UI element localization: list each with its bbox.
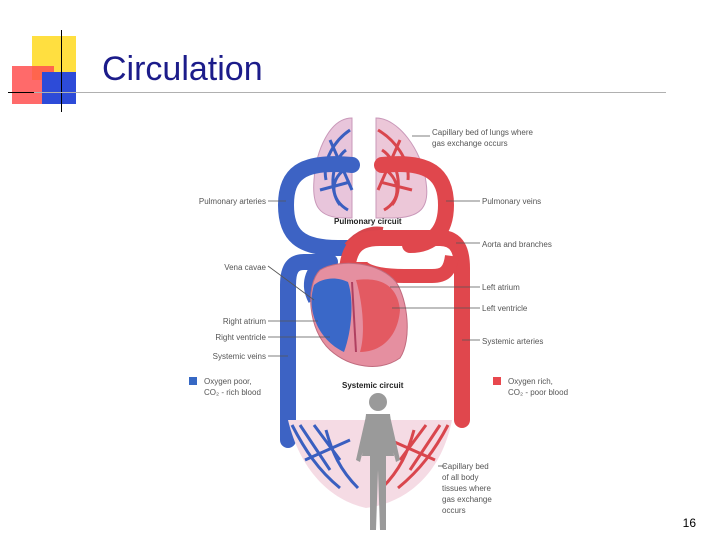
legend-oxygen-poor-1: Oxygen poor, <box>204 377 252 386</box>
heart-septum <box>351 281 357 353</box>
heart <box>310 262 408 367</box>
label-vena-cavae: Vena cavae <box>224 263 266 272</box>
aorta-arch <box>338 230 470 428</box>
label-capillary-lungs-2: gas exchange occurs <box>432 139 508 148</box>
label-systemic-circuit: Systemic circuit <box>342 381 404 390</box>
label-capillary-body-2: of all body <box>442 473 478 482</box>
label-capillary-body-3: tissues where <box>442 484 491 493</box>
legend-swatch-oxygen-rich <box>493 377 501 385</box>
label-capillary-body-5: occurs <box>442 506 466 515</box>
label-left-atrium: Left atrium <box>482 283 520 292</box>
legend-swatch-oxygen-poor <box>189 377 197 385</box>
figure-body <box>362 414 394 530</box>
label-pulmonary-arteries: Pulmonary arteries <box>199 197 266 206</box>
figure-arms <box>356 416 400 462</box>
deco-vertical-line <box>61 30 62 112</box>
label-pulmonary-circuit: Pulmonary circuit <box>334 217 402 226</box>
vena-cava-loop <box>280 254 338 448</box>
figure-head <box>369 393 387 411</box>
label-right-ventricle: Right ventricle <box>215 333 266 342</box>
body-capillaries-left <box>290 424 360 490</box>
label-systemic-arteries: Systemic arteries <box>482 337 543 346</box>
legend-oxygen-rich-2: CO₂ - poor blood <box>508 388 568 397</box>
deco-blue-square <box>42 72 76 104</box>
human-figure <box>356 393 400 530</box>
pulmonary-artery-loop <box>277 156 360 256</box>
label-capillary-body-1: Capillary bed <box>442 462 489 471</box>
page-number: 16 <box>682 516 696 530</box>
label-right-atrium: Right atrium <box>223 317 266 326</box>
label-aorta: Aorta and branches <box>482 240 552 249</box>
leader-vena-cavae <box>267 265 315 301</box>
body-capillaries-right <box>380 424 450 490</box>
label-capillary-lungs-1: Capillary bed of lungs where <box>432 128 533 137</box>
slide-title: Circulation <box>102 50 263 88</box>
label-pulmonary-veins: Pulmonary veins <box>482 197 541 206</box>
label-left-ventricle: Left ventricle <box>482 304 528 313</box>
title-underline <box>34 92 666 93</box>
label-capillary-body-4: gas exchange <box>442 495 492 504</box>
legend-oxygen-poor-2: CO₂ - rich blood <box>204 388 261 397</box>
legend-oxygen-rich-1: Oxygen rich, <box>508 377 553 386</box>
left-heart <box>356 279 400 352</box>
label-systemic-veins: Systemic veins <box>213 352 266 361</box>
leader-lines <box>267 135 480 467</box>
right-heart <box>311 278 352 352</box>
